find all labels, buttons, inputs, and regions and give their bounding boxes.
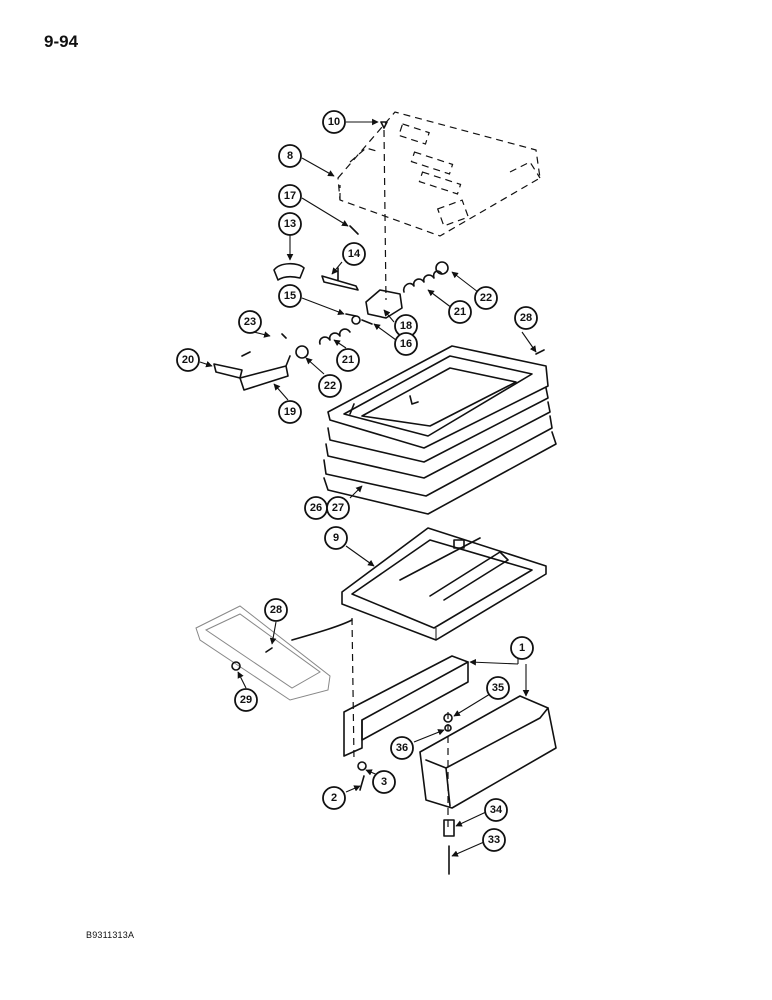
base-plate xyxy=(341,527,547,641)
bolt-2 xyxy=(359,775,365,791)
seat-pan xyxy=(337,111,541,237)
svg-text:36: 36 xyxy=(396,742,408,754)
figure-code: B9311313A xyxy=(86,930,135,940)
bushing xyxy=(295,345,309,359)
svg-text:29: 29 xyxy=(240,694,252,706)
nut-29 xyxy=(231,661,241,671)
svg-text:17: 17 xyxy=(284,190,296,202)
bolt xyxy=(380,121,388,129)
callout-36: 36 xyxy=(390,736,414,760)
callout-34: 34 xyxy=(484,798,508,822)
page-number: 9-94 xyxy=(44,32,79,51)
callout-8: 8 xyxy=(278,144,302,168)
svg-text:26: 26 xyxy=(310,502,322,514)
svg-text:15: 15 xyxy=(284,290,296,302)
svg-text:21: 21 xyxy=(342,354,354,366)
svg-text:22: 22 xyxy=(324,380,336,392)
pin xyxy=(349,225,359,235)
pin-16 xyxy=(361,319,373,325)
svg-text:14: 14 xyxy=(348,248,361,260)
svg-text:3: 3 xyxy=(381,776,387,788)
washer-35 xyxy=(443,713,453,723)
callout-29: 29 xyxy=(234,688,258,712)
svg-text:18: 18 xyxy=(400,320,412,332)
leader-curve xyxy=(291,619,353,641)
pin-15 xyxy=(345,313,357,317)
spacer xyxy=(443,819,455,837)
svg-text:21: 21 xyxy=(454,306,466,318)
svg-text:16: 16 xyxy=(400,338,412,350)
svg-text:20: 20 xyxy=(182,354,194,366)
washer-3 xyxy=(357,761,367,771)
pin-20 xyxy=(213,363,243,379)
rear-tray-outline xyxy=(195,605,331,701)
screw xyxy=(535,349,545,355)
slide-rail-left xyxy=(343,655,469,757)
spring-lower xyxy=(318,315,361,345)
screw-28 xyxy=(265,647,273,653)
callout-19: 19 xyxy=(278,400,302,424)
callout-33: 33 xyxy=(482,828,506,852)
callout-3: 3 xyxy=(372,770,396,794)
callout-28: 28 xyxy=(264,598,288,622)
washer-36 xyxy=(444,724,452,732)
callout-26: 26 xyxy=(304,496,328,520)
bracket xyxy=(321,267,359,291)
callout-22: 22 xyxy=(474,286,498,310)
callout-27: 27 xyxy=(326,496,350,520)
callout-16: 16 xyxy=(394,332,418,356)
svg-text:23: 23 xyxy=(244,316,256,328)
callout-21: 21 xyxy=(448,300,472,324)
svg-text:9: 9 xyxy=(333,532,339,544)
svg-text:10: 10 xyxy=(328,116,340,128)
callout-14: 14 xyxy=(342,242,366,266)
svg-text:13: 13 xyxy=(284,218,296,230)
slide-rail-right xyxy=(419,695,557,809)
svg-text:22: 22 xyxy=(480,292,492,304)
callout-1: 1 xyxy=(510,636,534,660)
leader-lines xyxy=(199,118,537,857)
callout-21-lower: 21 xyxy=(336,348,360,372)
svg-text:2: 2 xyxy=(331,792,337,804)
handle xyxy=(239,355,291,391)
spring-upper xyxy=(402,261,449,293)
callout-2: 2 xyxy=(322,786,346,810)
callout-9: 9 xyxy=(324,526,348,550)
svg-text:34: 34 xyxy=(490,804,503,816)
svg-text:28: 28 xyxy=(520,312,532,324)
callout-15: 15 xyxy=(278,284,302,308)
callout-28-top: 28 xyxy=(514,306,538,330)
svg-text:19: 19 xyxy=(284,406,296,418)
svg-text:35: 35 xyxy=(492,682,504,694)
svg-text:8: 8 xyxy=(287,150,293,162)
svg-text:27: 27 xyxy=(332,502,344,514)
suspension-bellows xyxy=(323,345,557,515)
lever xyxy=(273,262,305,281)
callout-23: 23 xyxy=(238,310,262,334)
callout-17: 17 xyxy=(278,184,302,208)
svg-text:28: 28 xyxy=(270,604,282,616)
clip xyxy=(241,333,287,357)
callout-35: 35 xyxy=(486,676,510,700)
pivot-block xyxy=(365,289,403,319)
callout-22-lower: 22 xyxy=(318,374,342,398)
callout-13: 13 xyxy=(278,212,302,236)
svg-text:1: 1 xyxy=(519,642,525,654)
callout-10: 10 xyxy=(322,110,346,134)
callout-20: 20 xyxy=(176,348,200,372)
callout-18: 18 xyxy=(394,314,418,338)
svg-text:33: 33 xyxy=(488,834,500,846)
